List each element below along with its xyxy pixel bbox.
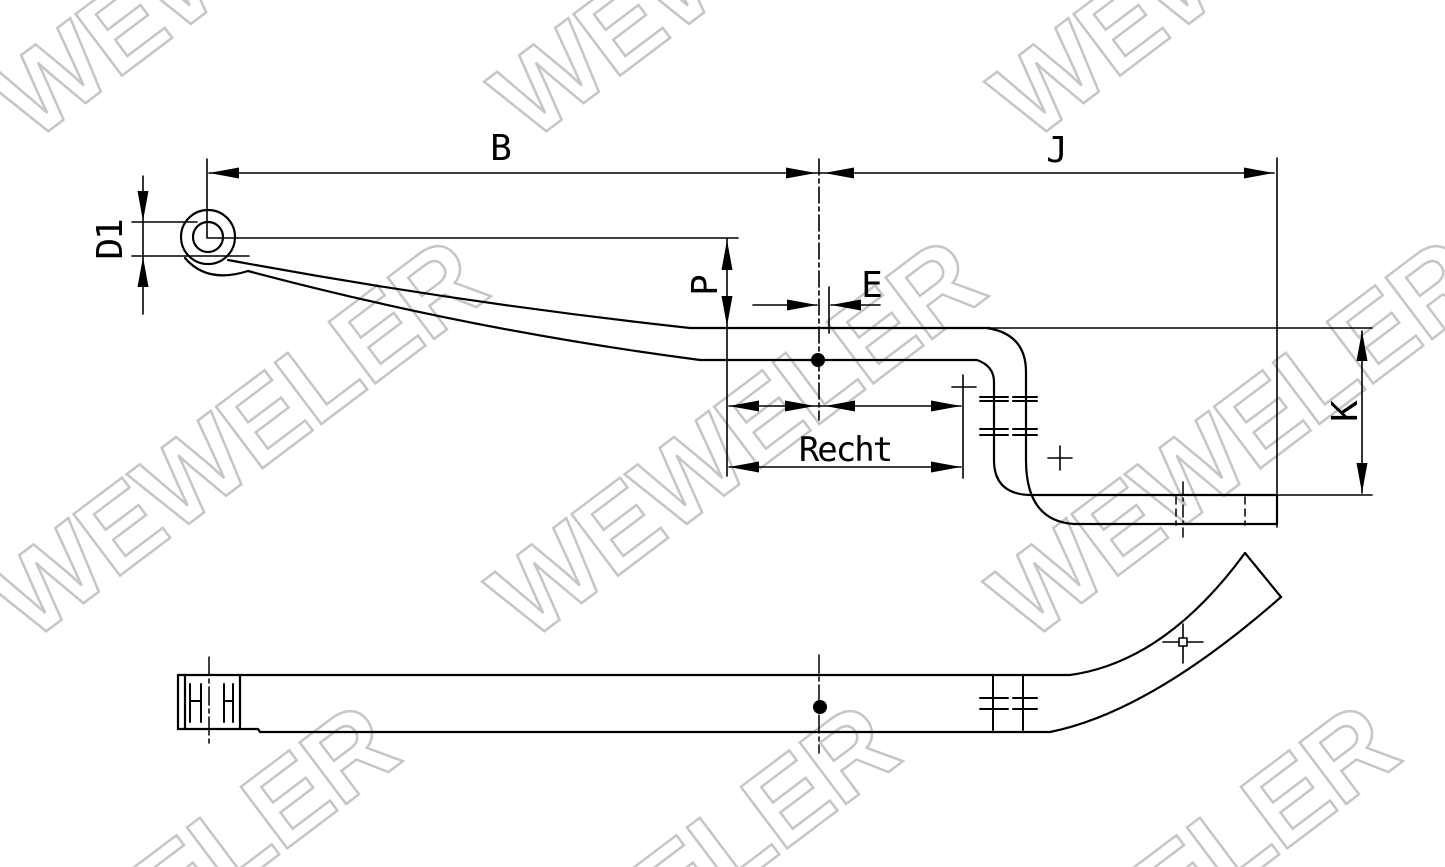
eye-slot-marks — [189, 683, 234, 723]
d1-ext-lines — [131, 221, 250, 257]
dim-label-e: E — [861, 265, 881, 306]
dim-label-p: P — [685, 275, 726, 296]
dim-label-d1: D1 — [90, 220, 131, 260]
z-bend-outer-edge — [985, 326, 1279, 526]
eye-wrap — [183, 256, 250, 277]
dim-label-recht: Recht — [799, 430, 891, 470]
dimension-arrows — [137, 167, 1368, 493]
z-bend-inner-edge — [975, 358, 1279, 497]
leaf-top-edge — [226, 258, 692, 330]
dim-label-k: K — [1325, 400, 1366, 422]
leaf-bottom-edge — [246, 269, 702, 362]
dim-label-j: J — [1046, 130, 1066, 171]
end-hole-crosshair — [1162, 623, 1204, 664]
eye-outer-circle — [179, 208, 237, 266]
bar-bottom-bend — [1048, 595, 1283, 734]
eye-bush-circle — [191, 220, 225, 254]
bend-ext-line — [951, 374, 977, 479]
bar-bottom-edge — [176, 727, 1052, 734]
spring-side-view — [179, 208, 1279, 538]
side-hidden-hole-line — [1175, 496, 1246, 526]
dimension-labels: B J D1 P E Recht K — [90, 128, 1366, 470]
side-center-bolt-dot — [811, 353, 825, 367]
bend-plus-mark — [1047, 445, 1073, 471]
bar-top-edge — [176, 551, 1247, 677]
side-clamp-marks — [979, 396, 1038, 436]
eye-seam-lines — [183, 673, 242, 731]
dimension-lines — [131, 157, 1373, 528]
clamp-lines — [979, 675, 1038, 731]
bar-end-cap — [1243, 551, 1283, 599]
dim-label-b: B — [490, 128, 510, 169]
spring-top-view — [176, 551, 1283, 754]
center-bolt-dot — [813, 700, 827, 714]
